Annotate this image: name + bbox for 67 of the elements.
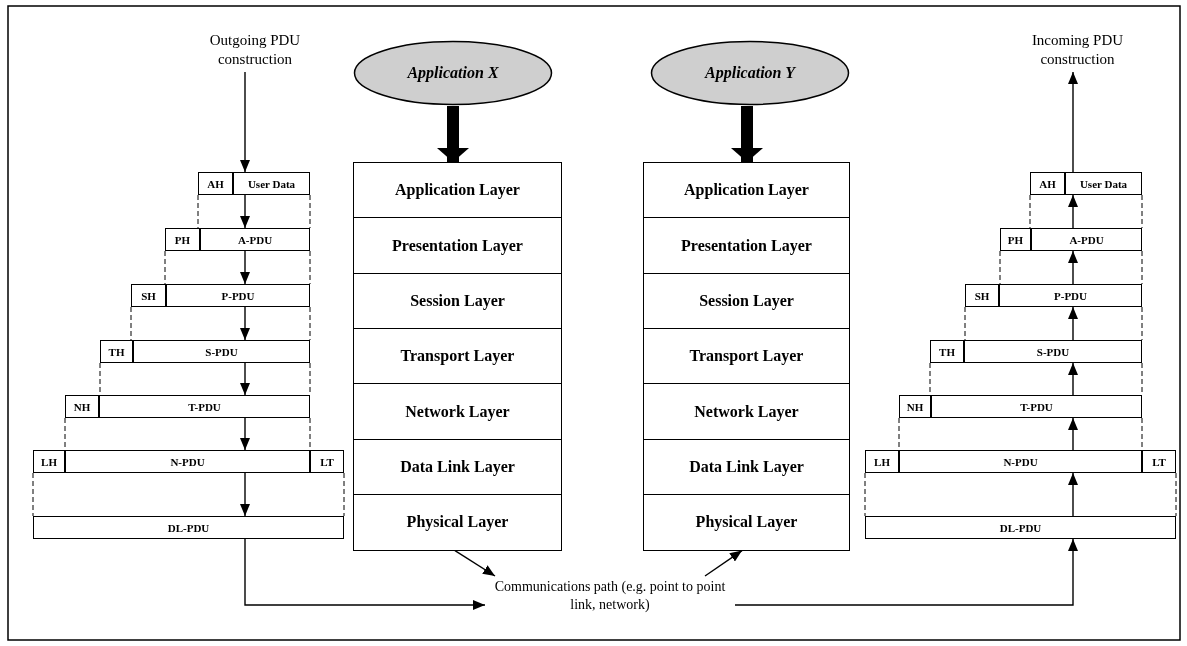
arrow: [1068, 417, 1078, 451]
layer-box: Session Layer: [643, 272, 850, 330]
arrow: [1068, 306, 1078, 341]
arrow: [240, 362, 250, 396]
layer-box: Application Layer: [353, 162, 562, 219]
pdu-field: A-PDU: [1031, 228, 1142, 251]
layer-box: Physical Layer: [353, 493, 562, 551]
layer-box: Application Layer: [643, 162, 850, 219]
header-field: PH: [1000, 228, 1031, 251]
pdu-field: DL-PDU: [33, 516, 344, 539]
pdu-field: User Data: [233, 172, 310, 195]
arrow: [704, 549, 743, 577]
pdu-field: A-PDU: [200, 228, 310, 251]
pdu-field: T-PDU: [931, 395, 1142, 418]
block-arrow: [731, 106, 763, 162]
header-field: NH: [65, 395, 99, 418]
header-field: SH: [965, 284, 999, 307]
arrow: [240, 417, 250, 451]
header-field: SH: [131, 284, 166, 307]
layer-box: Physical Layer: [643, 493, 850, 551]
header-field: LT: [1142, 450, 1176, 473]
pdu-field: P-PDU: [166, 284, 310, 307]
arrow: [1068, 250, 1078, 285]
block-arrow: [437, 106, 469, 162]
stage-caption: Outgoing PDU construction: [190, 28, 320, 72]
layer-box: Presentation Layer: [643, 217, 850, 275]
layer-box: Session Layer: [353, 272, 562, 330]
arrow: [734, 538, 1078, 606]
layer-box: Network Layer: [353, 383, 562, 440]
pdu-field: DL-PDU: [865, 516, 1176, 539]
arrow: [240, 472, 250, 517]
layer-box: Data Link Layer: [643, 438, 850, 496]
pdu-field: User Data: [1065, 172, 1142, 195]
layer-box: Data Link Layer: [353, 438, 562, 496]
path-caption: Communications path (e.g. point to point link, network): [485, 576, 735, 616]
arrow: [244, 538, 486, 610]
application-name: Application Y: [705, 64, 795, 82]
header-field: LT: [310, 450, 344, 473]
layer-box: Network Layer: [643, 383, 850, 440]
pdu-field: N-PDU: [899, 450, 1142, 473]
application-name: Application X: [407, 64, 499, 82]
arrow: [454, 549, 496, 577]
pdu-field: N-PDU: [65, 450, 310, 473]
header-field: AH: [1030, 172, 1065, 195]
layer-box: Presentation Layer: [353, 217, 562, 275]
pdu-field: T-PDU: [99, 395, 310, 418]
arrow: [240, 250, 250, 285]
layer-box: Transport Layer: [643, 327, 850, 385]
header-field: AH: [198, 172, 233, 195]
header-field: LH: [33, 450, 65, 473]
header-field: TH: [930, 340, 964, 363]
header-field: TH: [100, 340, 133, 363]
header-field: NH: [899, 395, 931, 418]
stage-caption: Incoming PDU construction: [1010, 28, 1145, 72]
pdu-field: S-PDU: [964, 340, 1142, 363]
header-field: LH: [865, 450, 899, 473]
arrow: [1068, 362, 1078, 396]
layer-box: Transport Layer: [353, 327, 562, 385]
arrow: [1068, 71, 1078, 173]
arrow: [240, 306, 250, 341]
arrow: [240, 194, 250, 229]
header-field: PH: [165, 228, 200, 251]
pdu-field: P-PDU: [999, 284, 1142, 307]
pdu-field: S-PDU: [133, 340, 310, 363]
arrow: [1068, 194, 1078, 229]
arrow: [240, 71, 250, 173]
arrow: [1068, 472, 1078, 517]
